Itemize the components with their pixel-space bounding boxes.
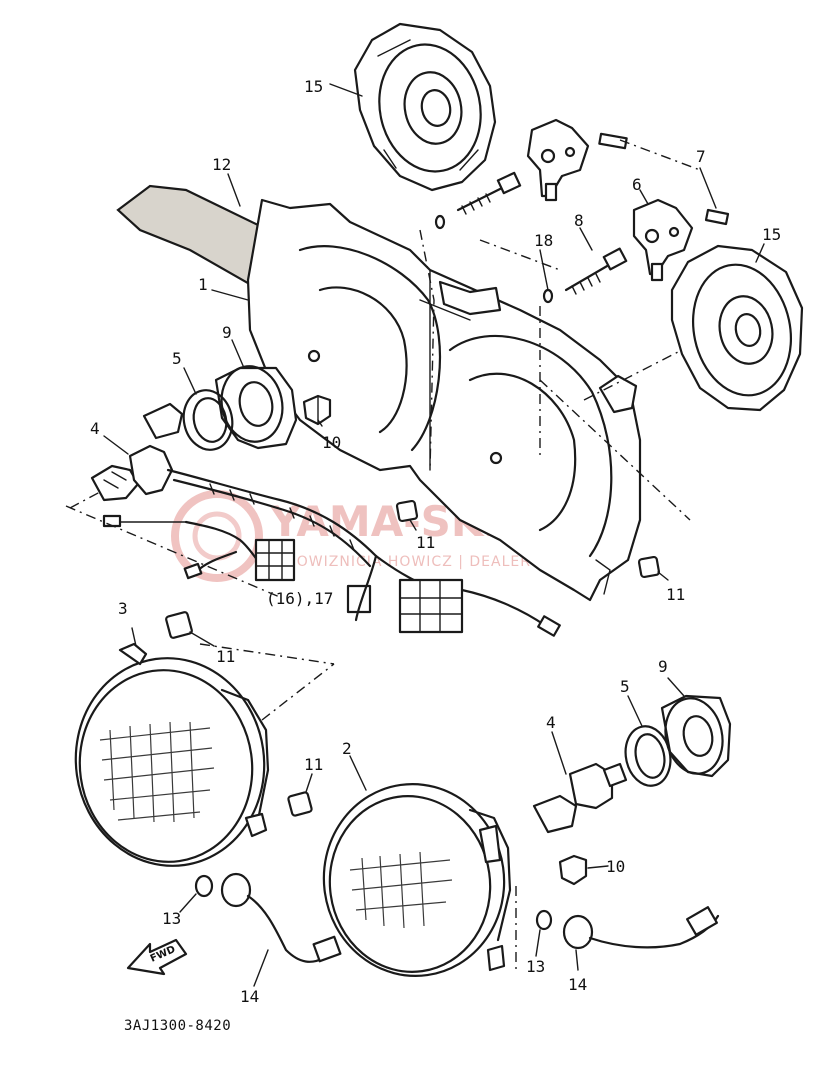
callout-18: 18 — [534, 231, 553, 250]
part-15-cover-upper — [353, 22, 497, 192]
callout-12: 12 — [212, 155, 231, 174]
part-8-screw-lower — [564, 247, 628, 295]
callout-5-upper: 5 — [172, 349, 182, 368]
callout-2: 2 — [342, 739, 352, 758]
callout-15-right: 15 — [762, 225, 781, 244]
fwd-arrow-icon: FWD — [126, 938, 188, 976]
reference-dash-lines — [65, 139, 701, 972]
part-10-socket-lower — [558, 854, 588, 886]
callout-4-upper: 4 — [90, 419, 100, 438]
part-11-bolt-b — [637, 555, 661, 579]
callout-1: 1 — [198, 275, 208, 294]
callout-9-lower: 9 — [658, 657, 668, 676]
part-4-bulb-lower — [532, 762, 628, 834]
callout-labels: 15 12 7 6 8 15 18 1 9 5 4 10 11 (16),17 … — [90, 77, 781, 1006]
callout-11-c: 11 — [216, 647, 235, 666]
part-15-cover-right — [670, 244, 804, 412]
callout-6: 6 — [632, 175, 642, 194]
callout-10-lower: 10 — [606, 857, 625, 876]
callout-13-left: 13 — [162, 909, 181, 928]
part-18-clip — [434, 214, 554, 304]
callout-8: 8 — [574, 211, 584, 230]
callout-5-lower: 5 — [620, 677, 630, 696]
callout-14-right: 14 — [568, 975, 587, 994]
diagram-code: 3AJ1300-8420 — [124, 1018, 231, 1034]
part-14-socket-left — [220, 872, 342, 963]
callout-11-b: 11 — [666, 585, 685, 604]
part-2-headlight-right — [322, 783, 512, 977]
callout-3: 3 — [118, 599, 128, 618]
part-5-boot-upper — [182, 389, 234, 451]
part-4-bulb-upper — [90, 402, 184, 502]
part-7-screw — [598, 132, 730, 226]
part-10-socket-upper — [302, 394, 332, 426]
part-11-bolt-d — [287, 791, 313, 817]
part-1-housing — [246, 198, 642, 602]
part-6-adjuster-upper — [526, 118, 590, 202]
callout-16-17: (16),17 — [266, 589, 333, 608]
part-3-headlight-left — [74, 642, 270, 867]
callout-10-upper: 10 — [322, 433, 341, 452]
callout-15-upper: 15 — [304, 77, 323, 96]
part-16-17-harness — [102, 468, 561, 637]
callout-7: 7 — [696, 147, 706, 166]
part-11-bolt-a — [395, 499, 419, 523]
callout-14-left: 14 — [240, 987, 259, 1006]
harness-connector-main — [254, 538, 296, 582]
harness-connector-right — [346, 578, 464, 634]
part-11-bolt-c — [165, 611, 193, 639]
callout-11-a: 11 — [416, 533, 435, 552]
part-8-screw-upper — [456, 171, 522, 215]
callout-9-upper: 9 — [222, 323, 232, 342]
callout-4-lower: 4 — [546, 713, 556, 732]
watermark-logo — [171, 490, 263, 582]
part-13-bulb-left — [194, 874, 214, 898]
callout-11-d: 11 — [304, 755, 323, 774]
part-13-bulb-right — [535, 909, 553, 931]
part-14-socket-right — [562, 906, 720, 950]
part-6-adjuster-lower — [632, 198, 694, 282]
callout-13-right: 13 — [526, 957, 545, 976]
leader-lines — [103, 83, 765, 987]
